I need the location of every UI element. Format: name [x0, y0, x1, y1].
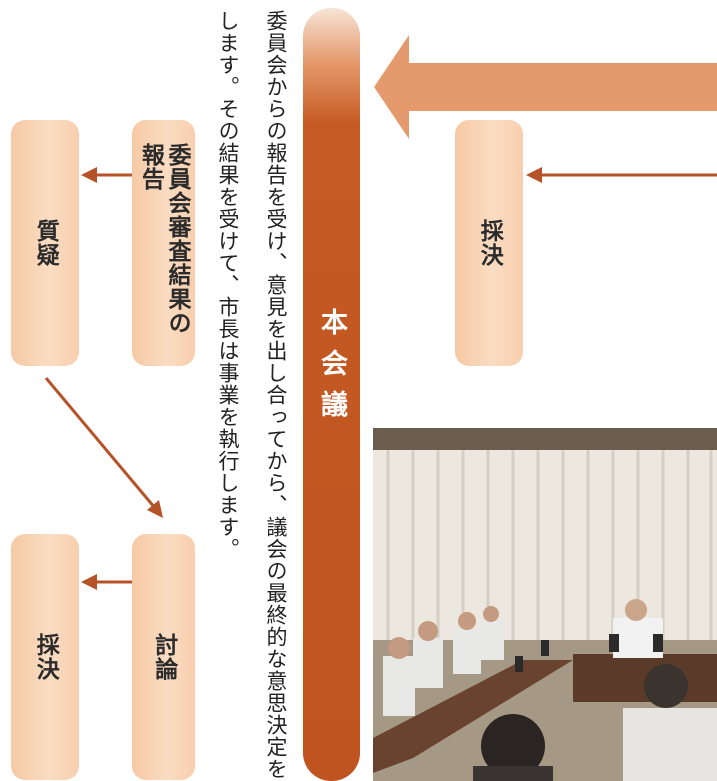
plenary-session-bar: 本会議	[303, 8, 360, 781]
step-vote-box: 採決	[11, 534, 79, 780]
step-vote-upper-box: 採決	[455, 120, 523, 366]
step-report-label: 委員会審査結果の報告	[137, 143, 190, 335]
step-debate-box: 討論	[132, 534, 195, 780]
description-text: 委員会からの報告を受け、意見を出し合ってから、議会の最終的な意思決定をします。そ…	[216, 10, 288, 780]
meeting-photo	[373, 428, 717, 781]
arrow-question-debate	[44, 377, 157, 509]
step-question-box: 質疑	[11, 120, 79, 366]
step-question-label: 質疑	[32, 219, 59, 267]
big-arrow	[374, 35, 717, 139]
step-debate-label: 討論	[150, 633, 177, 681]
step-report-box: 委員会審査結果の報告	[132, 120, 195, 366]
step-vote-label: 採決	[32, 633, 59, 681]
step-vote-upper-label: 採決	[476, 219, 503, 267]
plenary-session-label: 本会議	[316, 308, 347, 431]
